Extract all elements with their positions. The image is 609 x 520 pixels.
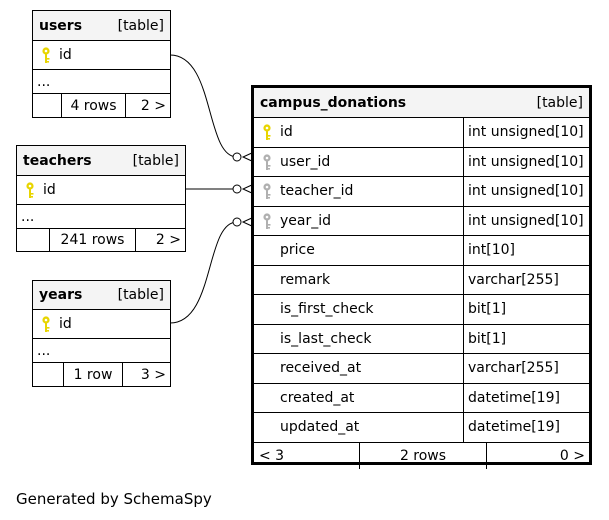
column-row[interactable]: updated_at datetime[19] <box>254 413 589 443</box>
column-row[interactable]: remark varchar[255] <box>254 265 589 295</box>
children-link[interactable]: 3 > <box>140 366 166 383</box>
children-link[interactable]: 2 > <box>140 97 166 114</box>
table-footer: 241 rows 2 > <box>17 229 185 251</box>
table-footer: 4 rows 2 > <box>33 94 170 117</box>
column-name: id <box>59 316 72 332</box>
table-users[interactable]: users [table] id ... 4 rows 2 > <box>32 10 171 118</box>
table-campus-donations[interactable]: campus_donations [table] id int unsigned[… <box>251 85 592 469</box>
more-columns-ellipsis: ... <box>33 339 170 363</box>
row-count: 241 rows <box>50 229 136 251</box>
column-type: varchar[255] <box>463 354 589 383</box>
table-header: users [table] <box>33 11 170 41</box>
table-footer: < 3 2 rows 0 > <box>254 442 589 469</box>
children-link[interactable]: 2 > <box>155 232 181 248</box>
column-row[interactable]: created_at datetime[19] <box>254 383 589 413</box>
column-row[interactable]: year_id int unsigned[10] <box>254 206 589 236</box>
column-row[interactable]: user_id int unsigned[10] <box>254 147 589 177</box>
column-name: price <box>280 242 315 259</box>
column-row[interactable]: id <box>33 41 170 70</box>
column-name: received_at <box>280 360 362 377</box>
parents-link[interactable]: < 3 <box>254 442 360 469</box>
column-name: is_last_check <box>280 330 372 347</box>
table-header: years [table] <box>33 281 170 310</box>
crowfoot-marker <box>241 183 255 195</box>
primary-key-icon <box>263 124 271 141</box>
column-name: year_id <box>280 212 332 229</box>
table-type: [table] <box>132 152 179 169</box>
table-name: campus_donations <box>260 94 407 111</box>
column-name: remark <box>280 271 331 288</box>
column-type: int unsigned[10] <box>463 147 589 176</box>
column-type: varchar[255] <box>463 265 589 294</box>
column-row[interactable]: id <box>17 176 185 205</box>
column-type: bit[1] <box>463 295 589 324</box>
relation-years-to-year-id <box>169 221 238 324</box>
column-type: datetime[19] <box>463 383 589 412</box>
row-count: 2 rows <box>360 442 487 469</box>
column-type: int unsigned[10] <box>463 177 589 206</box>
table-footer: 1 row 3 > <box>33 363 170 386</box>
column-name: id <box>43 182 56 198</box>
foreign-key-icon <box>263 154 271 170</box>
column-type: datetime[19] <box>463 413 589 442</box>
column-name: user_id <box>280 153 331 170</box>
table-name: users <box>39 17 83 34</box>
table-name: teachers <box>23 152 92 169</box>
table-name: years <box>39 287 83 303</box>
column-name: teacher_id <box>280 183 354 200</box>
column-row[interactable]: received_at varchar[255] <box>254 354 589 384</box>
column-name: id <box>59 47 72 63</box>
column-row[interactable]: price int[10] <box>254 236 589 266</box>
column-name: is_first_check <box>280 301 374 318</box>
column-row[interactable]: id <box>33 310 170 339</box>
column-type: int unsigned[10] <box>463 206 589 235</box>
column-name: id <box>280 124 293 141</box>
generated-by-label: Generated by SchemaSpy <box>16 490 212 508</box>
column-row[interactable]: id int unsigned[10] <box>254 118 589 148</box>
more-columns-ellipsis: ... <box>33 70 170 94</box>
table-type: [table] <box>117 287 164 303</box>
table-teachers[interactable]: teachers [table] id ... 241 rows 2 > <box>16 145 186 252</box>
more-columns-ellipsis: ... <box>17 205 185 229</box>
foreign-key-icon <box>263 183 271 200</box>
column-row[interactable]: is_first_check bit[1] <box>254 295 589 325</box>
table-header: campus_donations [table] <box>254 88 589 118</box>
primary-key-icon <box>26 182 34 198</box>
primary-key-icon <box>42 316 50 332</box>
children-link[interactable]: 0 > <box>559 447 585 464</box>
table-header: teachers [table] <box>17 146 185 176</box>
row-count: 1 row <box>64 363 123 386</box>
column-name: created_at <box>280 389 355 406</box>
table-years[interactable]: years [table] id ... 1 row 3 > <box>32 280 171 387</box>
column-type: bit[1] <box>463 324 589 353</box>
relation-optional-marker <box>232 152 242 162</box>
column-name: updated_at <box>280 419 360 436</box>
relation-users-to-user-id <box>169 54 238 158</box>
foreign-key-icon <box>263 213 271 229</box>
table-type: [table] <box>536 94 583 111</box>
relation-optional-marker <box>232 184 242 194</box>
column-type: int[10] <box>463 236 589 265</box>
primary-key-icon <box>42 47 50 63</box>
crowfoot-marker <box>241 216 255 228</box>
crowfoot-marker <box>241 151 255 163</box>
column-row[interactable]: teacher_id int unsigned[10] <box>254 177 589 207</box>
column-row[interactable]: is_last_check bit[1] <box>254 324 589 354</box>
relation-optional-marker <box>232 217 242 227</box>
row-count: 4 rows <box>62 94 126 117</box>
table-type: [table] <box>117 17 164 34</box>
column-type: int unsigned[10] <box>463 118 589 147</box>
